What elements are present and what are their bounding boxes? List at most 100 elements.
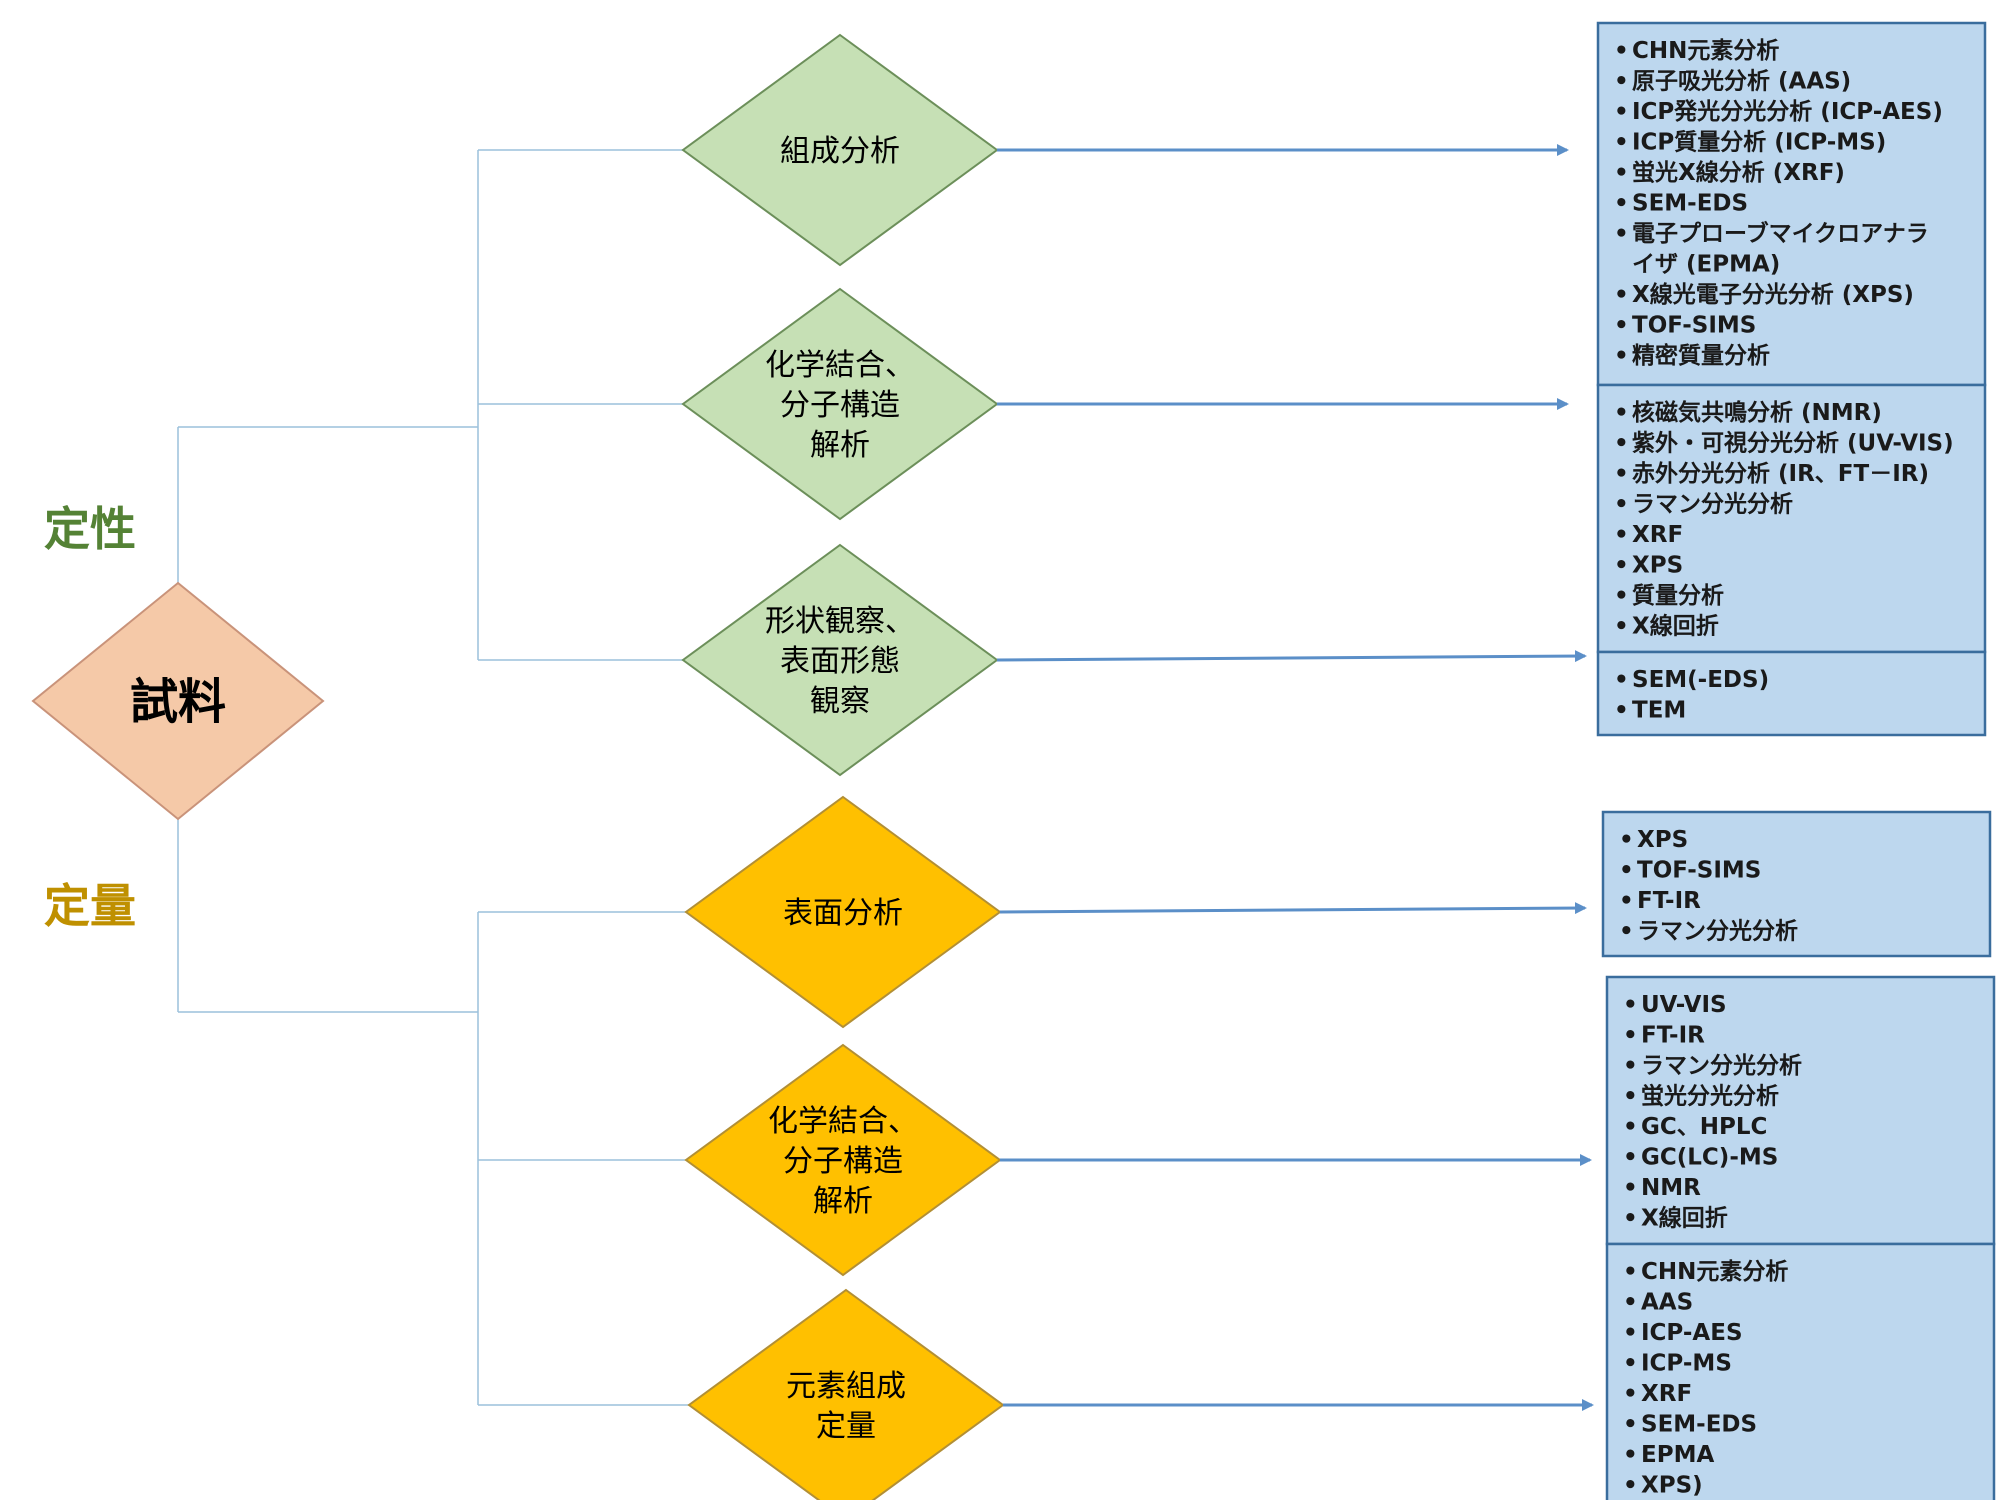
technique-item: X線回折 — [1641, 1205, 1728, 1232]
bullet-icon: • — [1614, 221, 1629, 247]
technique-item: ラマン分光分析 — [1632, 492, 1793, 518]
bullet-icon: • — [1614, 99, 1629, 125]
technique-item: AAS — [1641, 1290, 1693, 1316]
technique-item: XPS — [1632, 553, 1683, 579]
bullet-icon: • — [1623, 1412, 1638, 1438]
method-label-line: 組成分析 — [780, 134, 900, 169]
bullet-icon: • — [1614, 282, 1629, 308]
technique-box-frame — [1605, 975, 1996, 1246]
bullet-icon: • — [1614, 461, 1629, 487]
bullet-icon: • — [1623, 1206, 1638, 1232]
technique-item: FT-IR — [1637, 888, 1701, 914]
bullet-icon: • — [1614, 667, 1629, 693]
method-node: 表面分析 — [684, 795, 1002, 1029]
method-diamond — [681, 543, 999, 777]
bullet-icon: • — [1614, 492, 1629, 518]
method-label-line: 定量 — [816, 1409, 876, 1444]
sample-node-label: 試料 — [130, 674, 226, 730]
technique-item: 核磁気共鳴分析 (NMR) — [1632, 399, 1882, 426]
method-node: 組成分析 — [681, 33, 999, 267]
technique-item: 原子吸光分析 (AAS) — [1632, 69, 1851, 95]
technique-box-frame — [1601, 810, 1992, 958]
sample-node: 試料 — [31, 581, 325, 821]
technique-box-frame — [1596, 383, 1987, 654]
technique-box: •CHN元素分析•原子吸光分析 (AAS)•ICP発光分光分析 (ICP-AES… — [1596, 21, 1987, 387]
technique-item: TOF-SIMS — [1632, 313, 1756, 339]
method-diamond — [684, 795, 1002, 1029]
technique-item: ラマン分光分析 — [1637, 919, 1798, 945]
bullet-icon: • — [1619, 919, 1634, 945]
bullet-icon: • — [1623, 1381, 1638, 1407]
bullet-icon: • — [1614, 191, 1629, 217]
technique-item: SEM-EDS — [1632, 191, 1748, 217]
technique-box: •核磁気共鳴分析 (NMR)•紫外・可視分光分析 (UV-VIS)•赤外分光分析… — [1596, 383, 1987, 654]
technique-item: GC、HPLC — [1641, 1114, 1767, 1140]
bullet-icon: • — [1623, 1145, 1638, 1171]
bullet-icon: • — [1614, 160, 1629, 186]
bullet-icon: • — [1614, 313, 1629, 339]
method-label-line: 化学結合、 — [768, 1104, 918, 1139]
bullet-icon: • — [1614, 698, 1629, 724]
bullet-icon: • — [1623, 1473, 1638, 1499]
technique-box-frame — [1605, 1242, 1996, 1500]
method-label-line: 観察 — [810, 684, 870, 719]
bullet-icon: • — [1614, 522, 1629, 548]
quantitative-label: 定量 — [44, 879, 136, 933]
technique-box-frame — [1596, 650, 1987, 737]
technique-item: XPS — [1637, 827, 1688, 853]
bullet-icon: • — [1623, 1442, 1638, 1468]
bullet-icon: • — [1619, 858, 1634, 884]
bullet-icon: • — [1614, 343, 1629, 369]
technique-item: 紫外・可視分光分析 (UV-VIS) — [1632, 430, 1954, 457]
technique-item: X線光電子分光分析 (XPS) — [1632, 281, 1914, 308]
bullet-icon: • — [1614, 130, 1629, 156]
method-diamond — [684, 1043, 1002, 1277]
bullet-icon: • — [1623, 1114, 1638, 1140]
technique-item: TEM — [1632, 698, 1686, 724]
technique-item: NMR — [1641, 1175, 1701, 1201]
method-diamond — [681, 33, 999, 267]
method-label-line: 解析 — [810, 428, 870, 463]
method-label-line: 形状観察、 — [765, 604, 915, 639]
method-nodes: 組成分析化学結合、分子構造解析形状観察、表面形態観察表面分析化学結合、分子構造解… — [681, 33, 1005, 1500]
technique-box: •XPS•TOF-SIMS•FT-IR•ラマン分光分析 — [1601, 810, 1992, 958]
bullet-icon: • — [1623, 1053, 1638, 1079]
technique-item: SEM-EDS — [1641, 1412, 1757, 1438]
method-label-line: 元素組成 — [786, 1369, 906, 1404]
bullet-icon: • — [1619, 827, 1634, 853]
bullet-icon: • — [1614, 400, 1629, 426]
technique-box: •UV-VIS•FT-IR•ラマン分光分析•蛍光分光分析•GC、HPLC•GC(… — [1605, 975, 1996, 1246]
arrow — [999, 902, 1587, 915]
technique-item: GC(LC)-MS — [1641, 1145, 1778, 1171]
bullet-icon: • — [1614, 38, 1629, 64]
technique-item: 蛍光X線分析 (XRF) — [1632, 159, 1845, 186]
method-label-line: 化学結合、 — [765, 348, 915, 383]
technique-item: XPS) — [1641, 1473, 1703, 1499]
technique-boxes: •CHN元素分析•原子吸光分析 (AAS)•ICP発光分光分析 (ICP-AES… — [1596, 21, 1996, 1500]
bullet-icon: • — [1623, 992, 1638, 1018]
technique-item: X線回折 — [1632, 613, 1719, 640]
bullet-icon: • — [1623, 1320, 1638, 1346]
bullet-icon: • — [1623, 1351, 1638, 1377]
bullet-icon: • — [1614, 614, 1629, 640]
technique-item: ICP発光分光分析 (ICP-AES) — [1632, 99, 1943, 125]
bullet-icon: • — [1623, 1259, 1638, 1285]
bullet-icon: • — [1614, 553, 1629, 579]
bullet-icon: • — [1614, 431, 1629, 457]
technique-item: ラマン分光分析 — [1641, 1053, 1802, 1079]
bullet-icon: • — [1623, 1290, 1638, 1316]
bullet-icon: • — [1614, 583, 1629, 609]
bullet-icon: • — [1623, 1023, 1638, 1049]
technique-item: SEM(-EDS) — [1632, 667, 1769, 693]
technique-item: TOF-SIMS — [1637, 858, 1761, 884]
technique-box: •CHN元素分析•AAS•ICP-AES•ICP-MS•XRF•SEM-EDS•… — [1605, 1242, 1996, 1500]
arrows — [996, 144, 1594, 1411]
method-label-line: 表面形態 — [780, 644, 900, 679]
technique-item: 精密質量分析 — [1632, 342, 1770, 369]
technique-item: ICP質量分析 (ICP-MS) — [1632, 130, 1886, 156]
bullet-icon: • — [1619, 888, 1634, 914]
